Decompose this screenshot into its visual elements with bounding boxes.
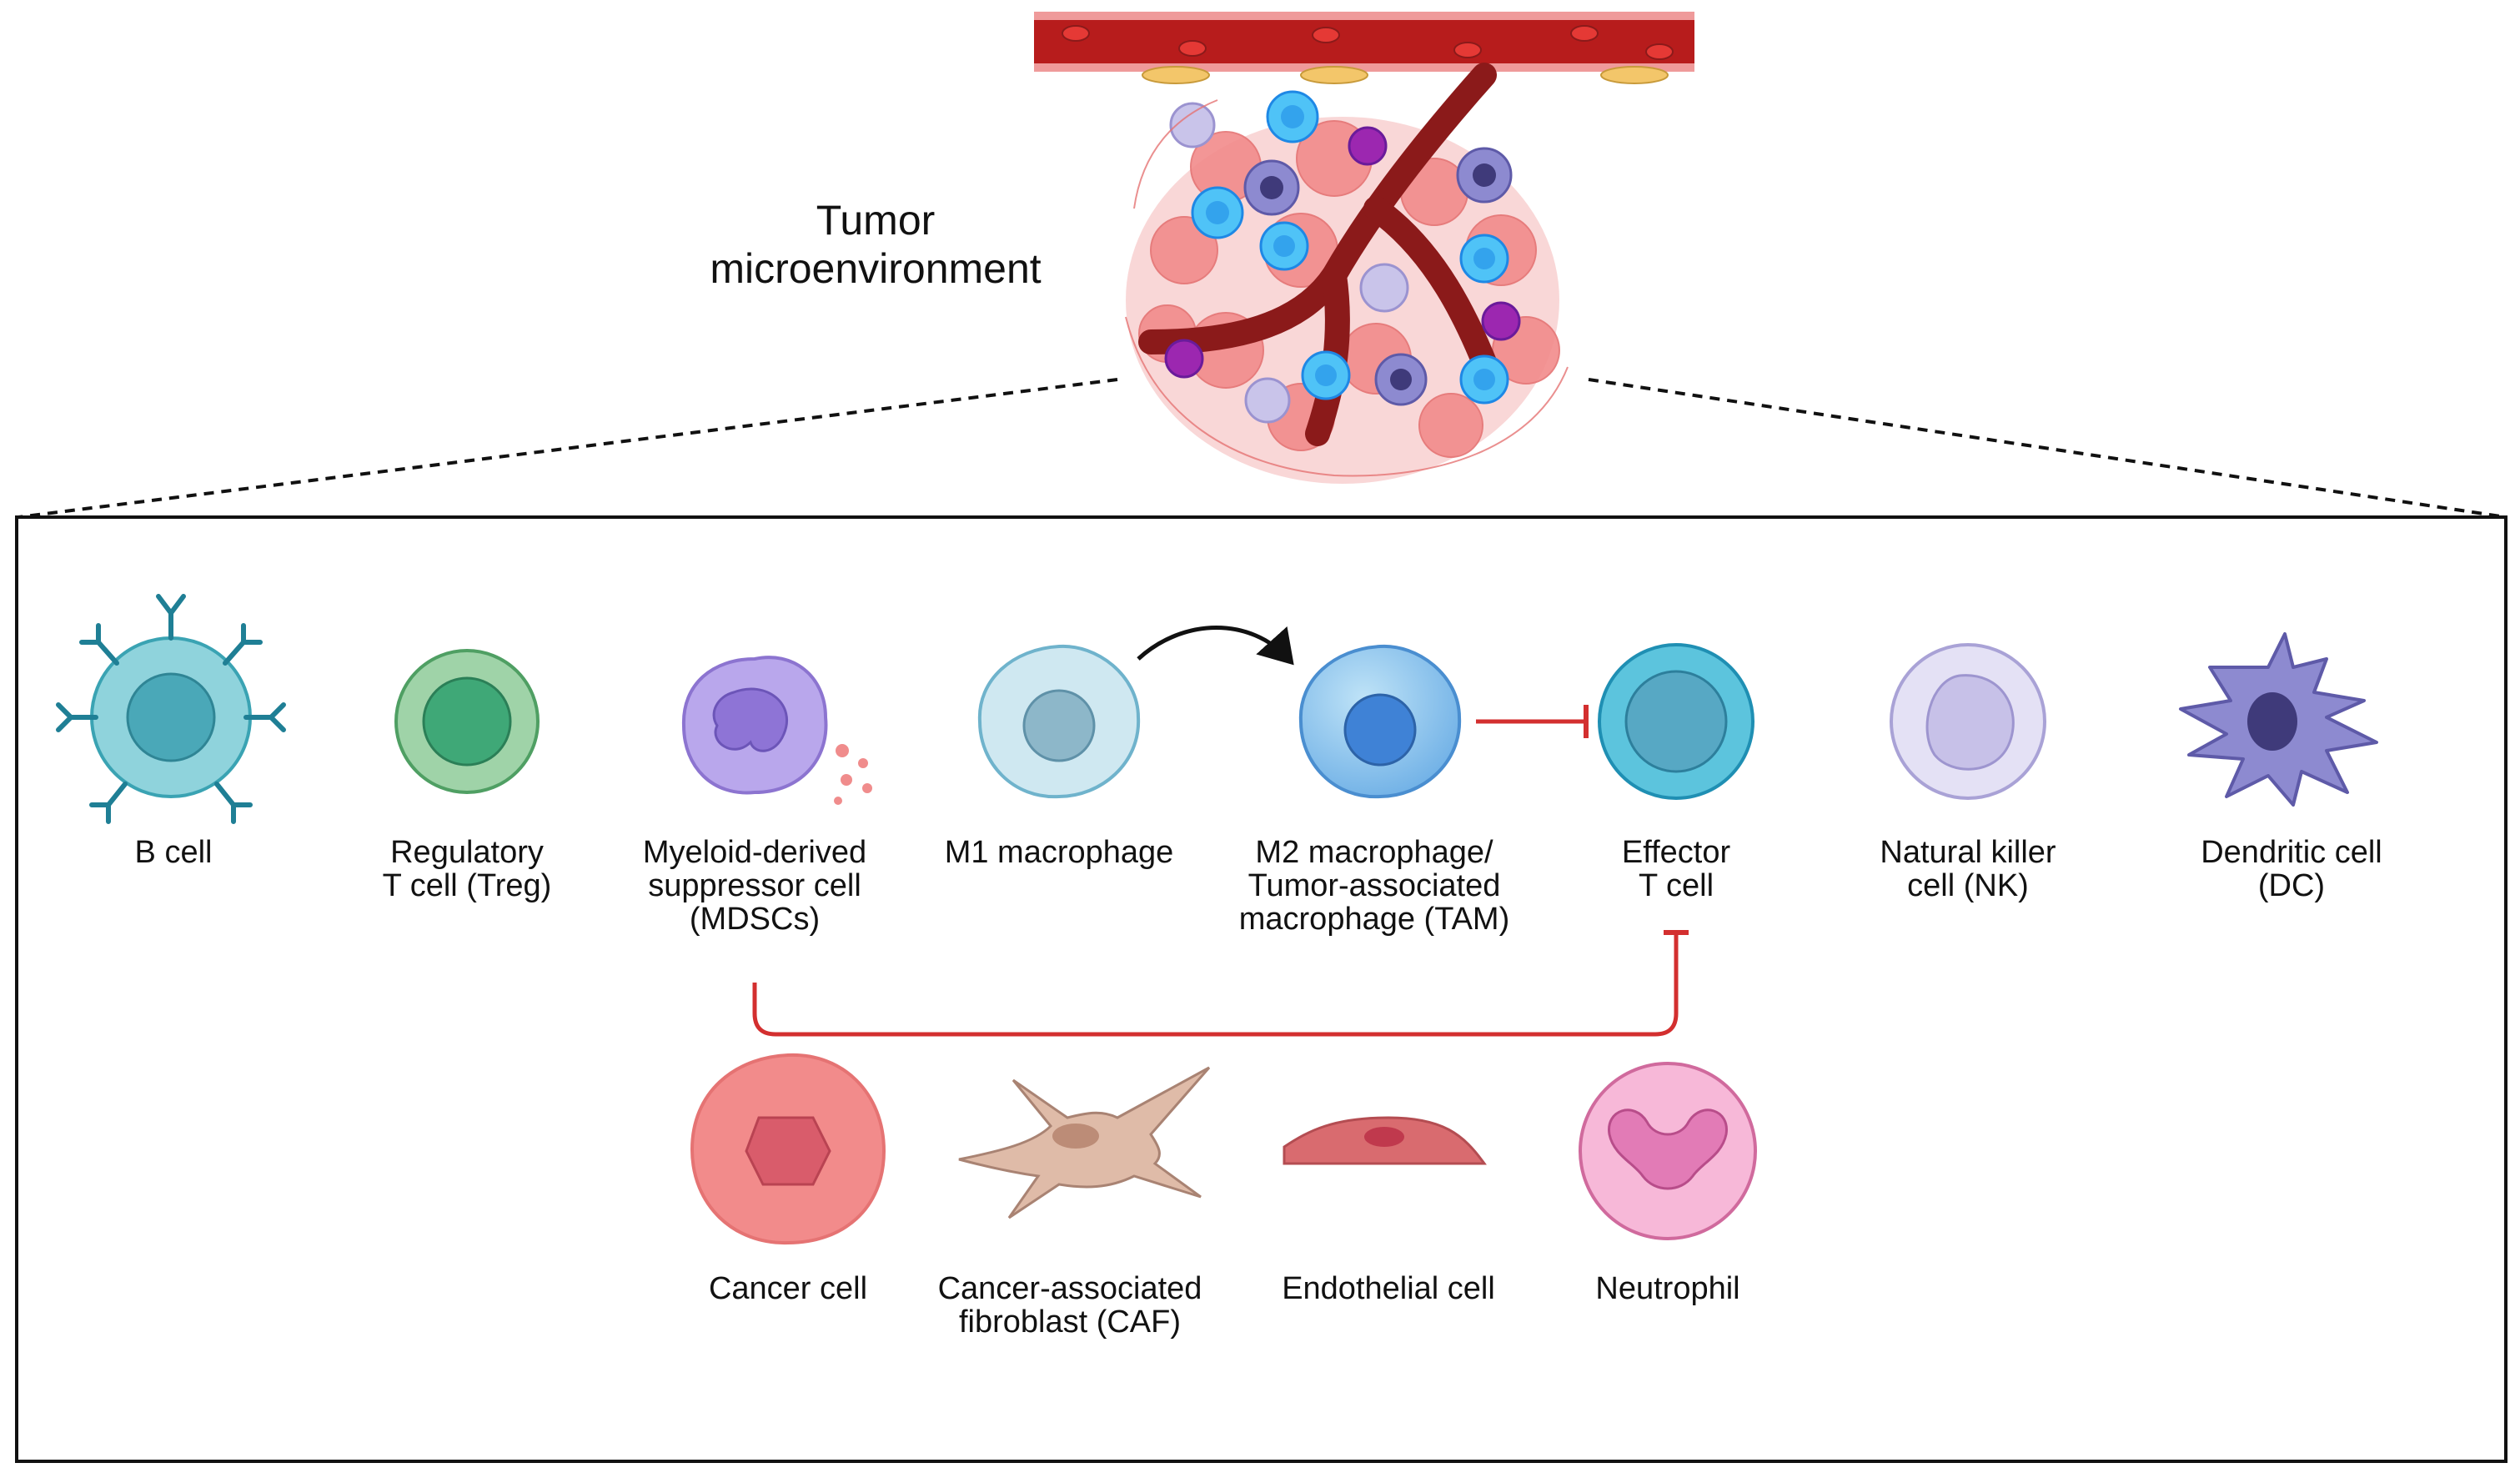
zoom-line-left xyxy=(18,378,1118,519)
title-line-1: Tumor xyxy=(816,197,936,244)
m2-macrophage-icon xyxy=(1298,644,1462,799)
label-effector-t-cell: Effector T cell xyxy=(1621,835,1731,903)
title-line-2: microenvironment xyxy=(710,245,1042,292)
mdsc-icon xyxy=(681,656,872,805)
diagram-title: Tumor microenvironment xyxy=(710,196,1041,293)
label-m1-macrophage: M1 macrophage xyxy=(944,835,1174,870)
natural-killer-cell-icon xyxy=(1890,643,2046,800)
regulatory-t-cell-icon xyxy=(394,649,540,794)
zoom-line-right xyxy=(1588,378,2507,519)
endothelial-cell-icon xyxy=(1283,1116,1487,1165)
mdsc-inhibits-effector xyxy=(752,930,1689,1037)
label-dendritic-cell: Dendritic cell (DC) xyxy=(2201,835,2382,903)
label-m2-macrophage: M2 macrophage/ Tumor-associated macropha… xyxy=(1238,835,1510,937)
blood-vessel xyxy=(1034,12,1694,72)
label-natural-killer-cell: Natural killer cell (NK) xyxy=(1880,835,2056,903)
fibroblast-icon xyxy=(958,1066,1211,1219)
m1-to-m2-arrow xyxy=(1137,626,1294,666)
label-endothelial-cell: Endothelial cell xyxy=(1282,1271,1495,1306)
dendritic-cell-icon xyxy=(2179,632,2378,807)
m2-inhibits-effector xyxy=(1476,705,1589,738)
label-caf: Cancer-associated fibroblast (CAF) xyxy=(937,1271,1202,1340)
label-regulatory-t-cell: Regulatory T cell (Treg) xyxy=(382,835,552,903)
effector-t-cell-icon xyxy=(1598,643,1754,800)
b-cell-icon xyxy=(56,594,286,824)
m1-macrophage-icon xyxy=(977,644,1141,799)
neutrophil-icon xyxy=(1579,1062,1757,1240)
cell-types-box xyxy=(15,515,2507,1463)
label-neutrophil: Neutrophil xyxy=(1595,1271,1740,1306)
label-cancer-cell: Cancer cell xyxy=(708,1271,868,1306)
tumor-microenvironment-illustration xyxy=(1034,12,1694,484)
label-mdsc: Myeloid-derived suppressor cell (MDSCs) xyxy=(642,835,867,937)
cancer-cell-icon xyxy=(690,1053,886,1245)
label-b-cell: B cell xyxy=(134,835,213,870)
